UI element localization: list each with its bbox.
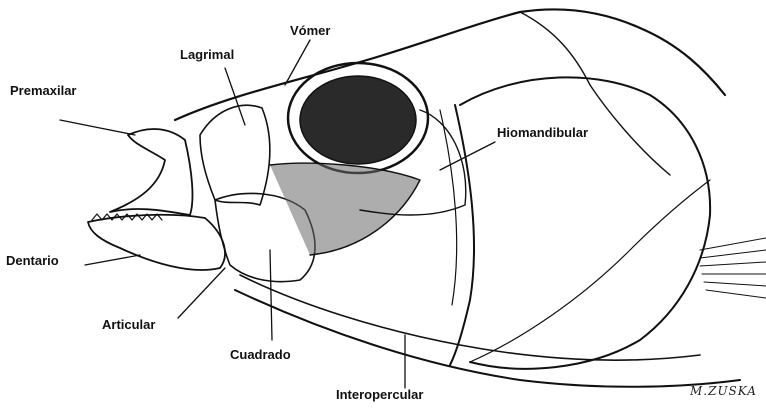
label-dentario: Dentario <box>6 254 59 267</box>
leader-dentario <box>85 255 140 265</box>
label-premaxilar: Premaxilar <box>10 84 77 97</box>
label-vomer: Vómer <box>290 24 330 37</box>
preoperculum-inner <box>440 110 457 305</box>
label-articular: Articular <box>102 318 155 331</box>
leader-articular <box>178 268 225 318</box>
pectoral-fin <box>700 238 766 298</box>
leader-cuadrado <box>270 250 272 340</box>
label-interopercular: Interopercular <box>336 388 423 401</box>
adductor-shade <box>270 163 420 255</box>
premaxilla-bone <box>110 129 192 215</box>
dentary-bone <box>88 215 225 270</box>
label-lagrimal: Lagrimal <box>180 48 234 61</box>
interopercular-outline <box>240 275 700 360</box>
operculum-outline <box>460 77 710 368</box>
preoperculum-outline <box>450 105 474 365</box>
lacrimal-bone <box>200 105 270 205</box>
suboperculum-line <box>470 180 710 362</box>
leader-premaxilar <box>60 120 135 135</box>
dorsal-outline <box>175 9 725 120</box>
eye-socket-shade <box>300 76 416 164</box>
label-hiomandibular: Hiomandibular <box>497 126 588 139</box>
artist-signature: M.ZUSKA <box>690 384 757 398</box>
label-cuadrado: Cuadrado <box>230 348 291 361</box>
